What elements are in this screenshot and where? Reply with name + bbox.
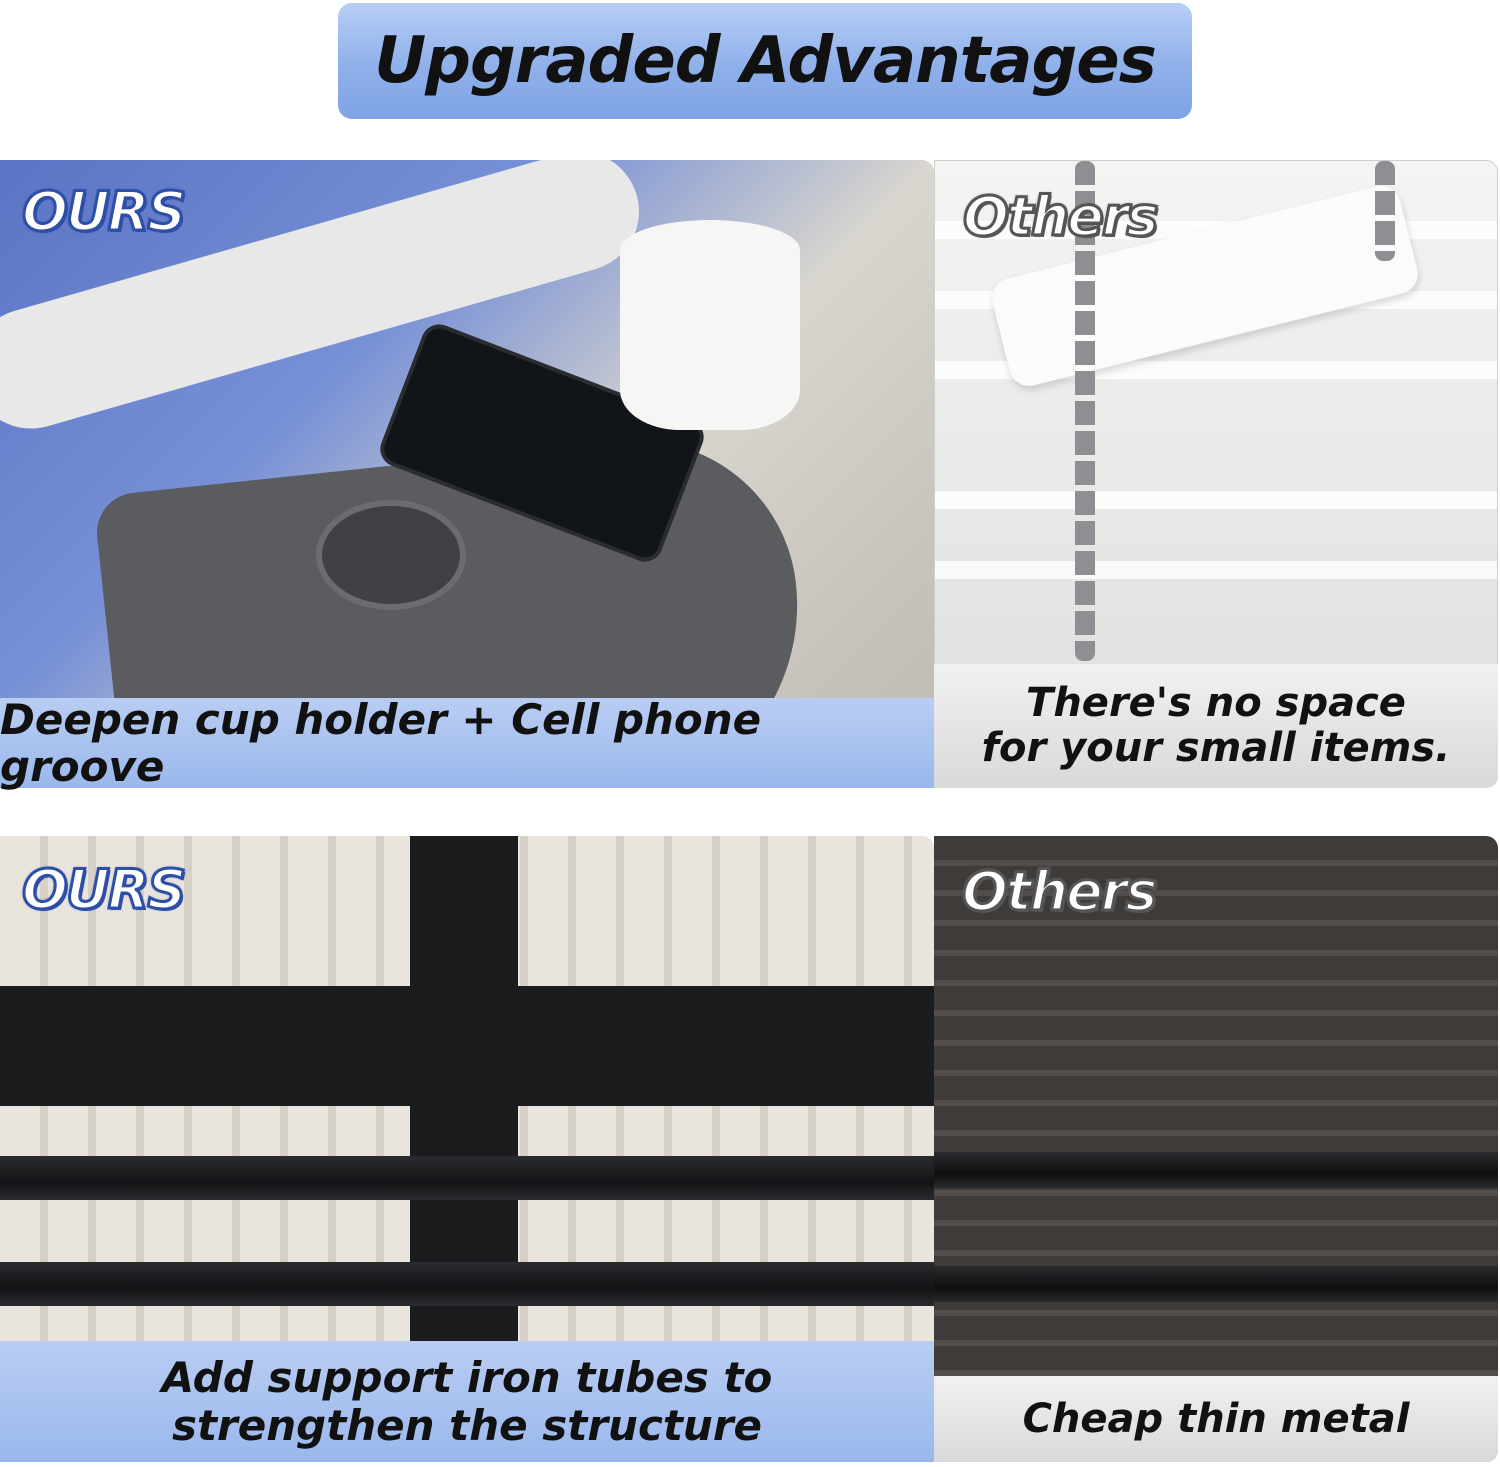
caption-line: for your small items. — [981, 725, 1451, 771]
others-wicker-frame-photo: Others — [934, 836, 1498, 1462]
paper-cup-shape — [620, 220, 800, 430]
ours-caption-2: Add support iron tubes to strengthen the… — [0, 1341, 934, 1462]
thin-tube — [934, 1266, 1498, 1302]
thin-tube — [934, 1152, 1498, 1188]
others-caption-1: There's no space for your small items. — [934, 664, 1498, 788]
caption-line: Cheap thin metal — [1022, 1395, 1410, 1442]
ours-tag-1: OURS — [20, 179, 187, 245]
frame-horizontal-bar — [0, 986, 934, 1106]
others-tag-1: Others — [962, 184, 1161, 250]
ours-tag-2: OURS — [20, 857, 187, 923]
caption-line: Deepen cup holder + Cell phone groove — [0, 694, 762, 791]
chain-shape — [1075, 161, 1095, 661]
plank — [935, 561, 1497, 579]
chain-shape — [1375, 161, 1395, 261]
cup-holder-well — [316, 500, 466, 610]
title-banner: Upgraded Advantages — [338, 3, 1192, 119]
others-caption-2: Cheap thin metal — [934, 1376, 1498, 1462]
page-title: Upgraded Advantages — [374, 24, 1157, 98]
support-tube — [0, 1156, 934, 1200]
plank — [935, 491, 1497, 509]
ours-caption-1: Deepen cup holder + Cell phone groove — [0, 694, 934, 791]
caption-line: There's no space — [1026, 680, 1406, 727]
caption-line: strengthen the structure — [171, 1400, 763, 1450]
ours-cup-holder-photo: OURS — [0, 160, 934, 788]
caption-line: Add support iron tubes to — [161, 1353, 773, 1403]
others-tag-2: Others — [961, 859, 1160, 925]
support-tube — [0, 1262, 934, 1306]
